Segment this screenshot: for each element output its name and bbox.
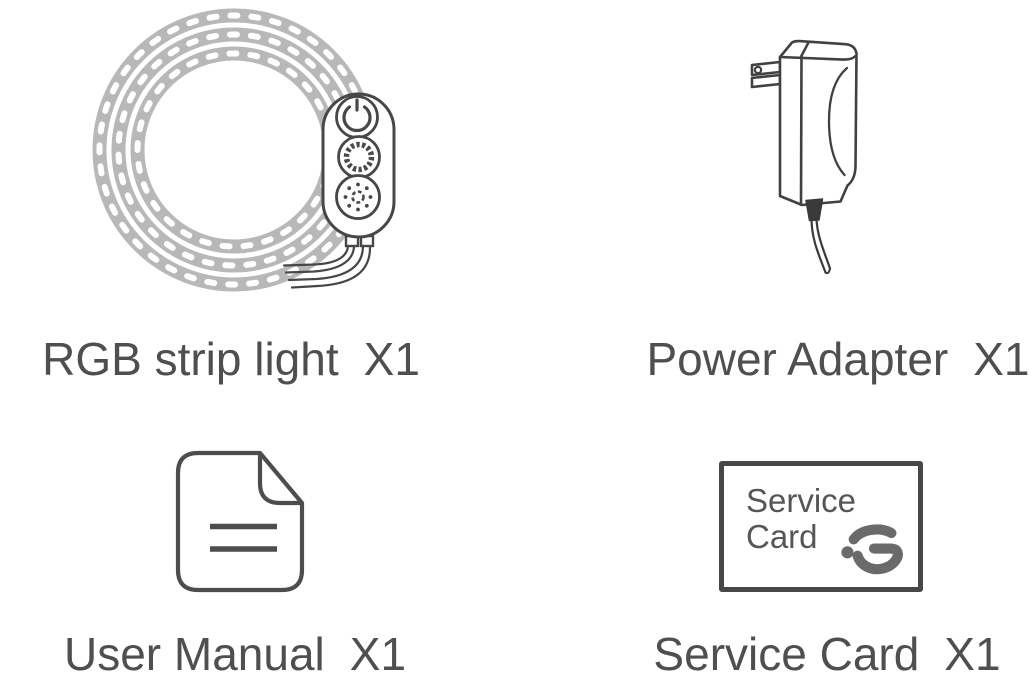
folded-corner bbox=[257, 453, 302, 506]
rgb-strip-coil-icon bbox=[92, 8, 396, 292]
item-qty: X1 bbox=[944, 628, 1001, 680]
item-name: RGB strip light bbox=[42, 333, 339, 385]
item-label-service-card: Service Card X1 bbox=[653, 631, 1000, 677]
service-card-icon: Service Card bbox=[719, 461, 923, 592]
document-outline bbox=[175, 450, 305, 593]
brightness-button-icon bbox=[335, 174, 381, 220]
item-qty: X1 bbox=[363, 333, 420, 385]
service-card-line1: Service bbox=[746, 482, 857, 519]
service-card-line2: Card bbox=[746, 518, 818, 555]
strip-wires bbox=[282, 244, 372, 289]
power-cord bbox=[805, 198, 832, 275]
item-qty: X1 bbox=[349, 628, 407, 680]
plug-prongs bbox=[750, 60, 782, 89]
item-label-rgb-strip-light: RGB strip light X1 bbox=[42, 336, 420, 382]
service-card-text: Service Card bbox=[746, 483, 856, 555]
item-qty: X1 bbox=[973, 333, 1030, 385]
item-label-user-manual: User Manual X1 bbox=[64, 631, 406, 677]
item-name: Power Adapter bbox=[646, 333, 949, 385]
power-adapter-icon bbox=[750, 39, 858, 275]
adapter-side-highlight bbox=[827, 66, 849, 177]
item-label-power-adapter: Power Adapter X1 bbox=[646, 336, 1029, 382]
item-name: Service Card bbox=[653, 628, 920, 680]
adapter-body bbox=[778, 39, 858, 207]
strip-controller bbox=[321, 92, 396, 248]
user-manual-icon bbox=[175, 450, 305, 593]
color-wheel-button-icon bbox=[337, 135, 381, 179]
item-name: User Manual bbox=[63, 628, 325, 680]
govee-g-logo-icon bbox=[841, 524, 903, 575]
power-button-icon bbox=[335, 95, 379, 139]
